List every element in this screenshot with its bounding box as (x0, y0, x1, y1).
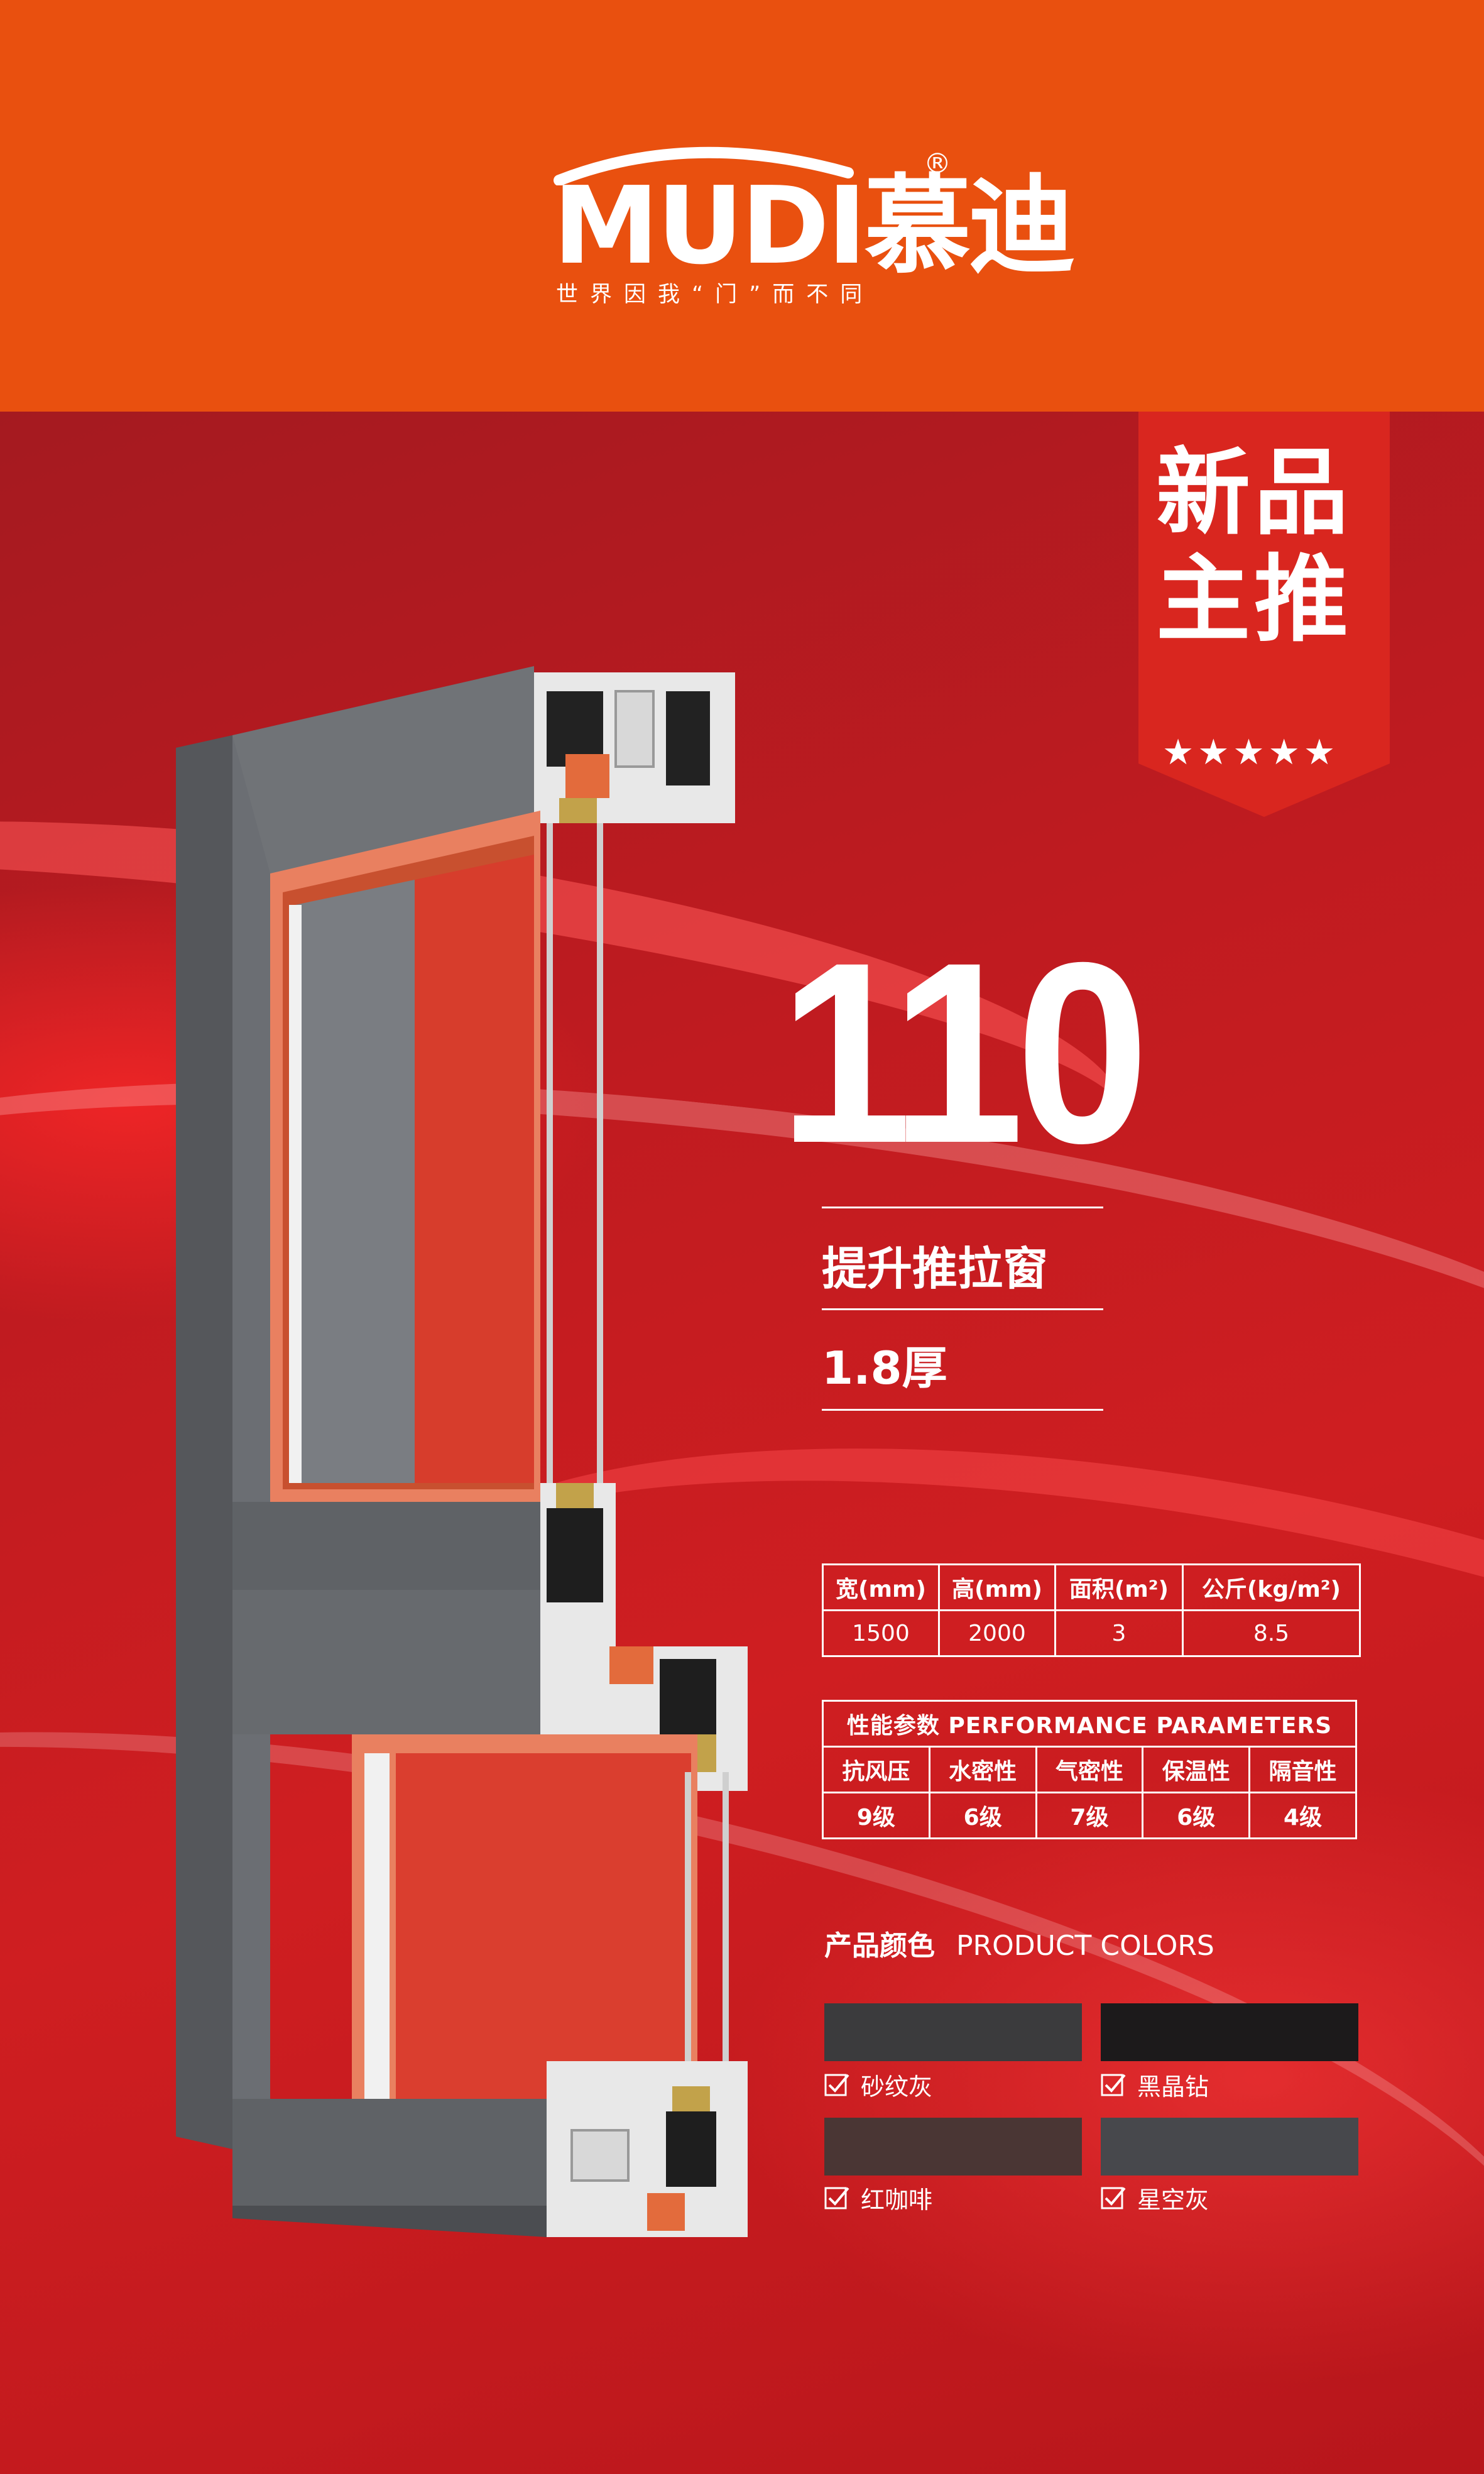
product-type: 提升推拉窗 (822, 1242, 1049, 1295)
table-cell: 6级 (1142, 1792, 1251, 1839)
table-cell: 8.5 (1181, 1609, 1361, 1657)
new-product-badge (1138, 412, 1390, 817)
table-header: 高(mm) (937, 1563, 1056, 1611)
logo-arc-icon (554, 146, 854, 185)
color-option: 砂纹灰 (824, 2067, 932, 2102)
performance-title: 性能参数 PERFORMANCE PARAMETERS (822, 1700, 1357, 1748)
slogan: 世界因我“门”而不同 (556, 282, 875, 307)
table-cell: 3 (1054, 1609, 1184, 1657)
color-option: 星空灰 (1101, 2181, 1209, 2215)
brand-wordmark: MUDI慕迪 (553, 173, 1076, 280)
badge-text: 新品 主推 (1156, 440, 1376, 654)
colors-title-cn: 产品颜色 (824, 1930, 935, 1962)
table-cell: 1500 (822, 1609, 940, 1657)
brand-cn: 慕迪 (864, 164, 1076, 288)
color-option: 红咖啡 (824, 2181, 932, 2215)
color-swatch (1101, 2118, 1358, 2176)
window-profile-illustration (176, 666, 748, 2237)
table-header: 保温性 (1142, 1746, 1251, 1793)
divider (822, 1409, 1103, 1411)
colors-title: 产品颜色 PRODUCT COLORS (824, 1923, 1214, 1963)
brand-latin: MUDI (553, 164, 867, 288)
rating-stars: ★★★★★ (1162, 732, 1339, 773)
color-swatch (824, 2003, 1082, 2061)
color-name: 砂纹灰 (861, 2073, 933, 2101)
table-cell: 6级 (928, 1792, 1037, 1839)
table-header: 面积(m²) (1054, 1563, 1184, 1611)
divider (822, 1207, 1103, 1208)
divider (822, 1308, 1103, 1310)
checkbox-checked-icon (1101, 2187, 1126, 2209)
table-cell: 9级 (822, 1792, 930, 1839)
table-header: 水密性 (928, 1746, 1037, 1793)
table-header: 隔音性 (1248, 1746, 1357, 1793)
color-name: 黑晶钻 (1137, 2073, 1209, 2101)
dimensions-table: 宽(mm) 高(mm) 面积(m²) 公斤(kg/m²) 1500 2000 3… (822, 1563, 1361, 1657)
model-number: 110 (779, 909, 1149, 1196)
badge-line1: 新品 (1156, 439, 1353, 548)
color-option: 黑晶钻 (1101, 2067, 1209, 2102)
checkbox-checked-icon (1101, 2074, 1126, 2096)
checkbox-checked-icon (824, 2074, 849, 2096)
colors-title-en: PRODUCT COLORS (956, 1930, 1214, 1962)
registered-mark: ® (924, 148, 951, 180)
table-header: 公斤(kg/m²) (1181, 1563, 1361, 1611)
table-cell: 7级 (1035, 1792, 1144, 1839)
performance-table: 性能参数 PERFORMANCE PARAMETERS 抗风压 水密性 气密性 … (822, 1700, 1357, 1839)
table-header: 宽(mm) (822, 1563, 940, 1611)
table-header: 气密性 (1035, 1746, 1144, 1793)
brand-logo: MUDI慕迪 ® (553, 135, 1076, 305)
badge-line2: 主推 (1156, 545, 1353, 655)
header-bar (0, 0, 1484, 412)
color-swatch (1101, 2003, 1358, 2061)
color-name: 红咖啡 (861, 2186, 933, 2214)
color-name: 星空灰 (1137, 2186, 1209, 2214)
checkbox-checked-icon (824, 2187, 849, 2209)
profile-thickness: 1.8厚 (822, 1342, 947, 1394)
color-swatch (824, 2118, 1082, 2176)
table-cell: 2000 (937, 1609, 1056, 1657)
table-cell: 4级 (1248, 1792, 1357, 1839)
table-header: 抗风压 (822, 1746, 930, 1793)
